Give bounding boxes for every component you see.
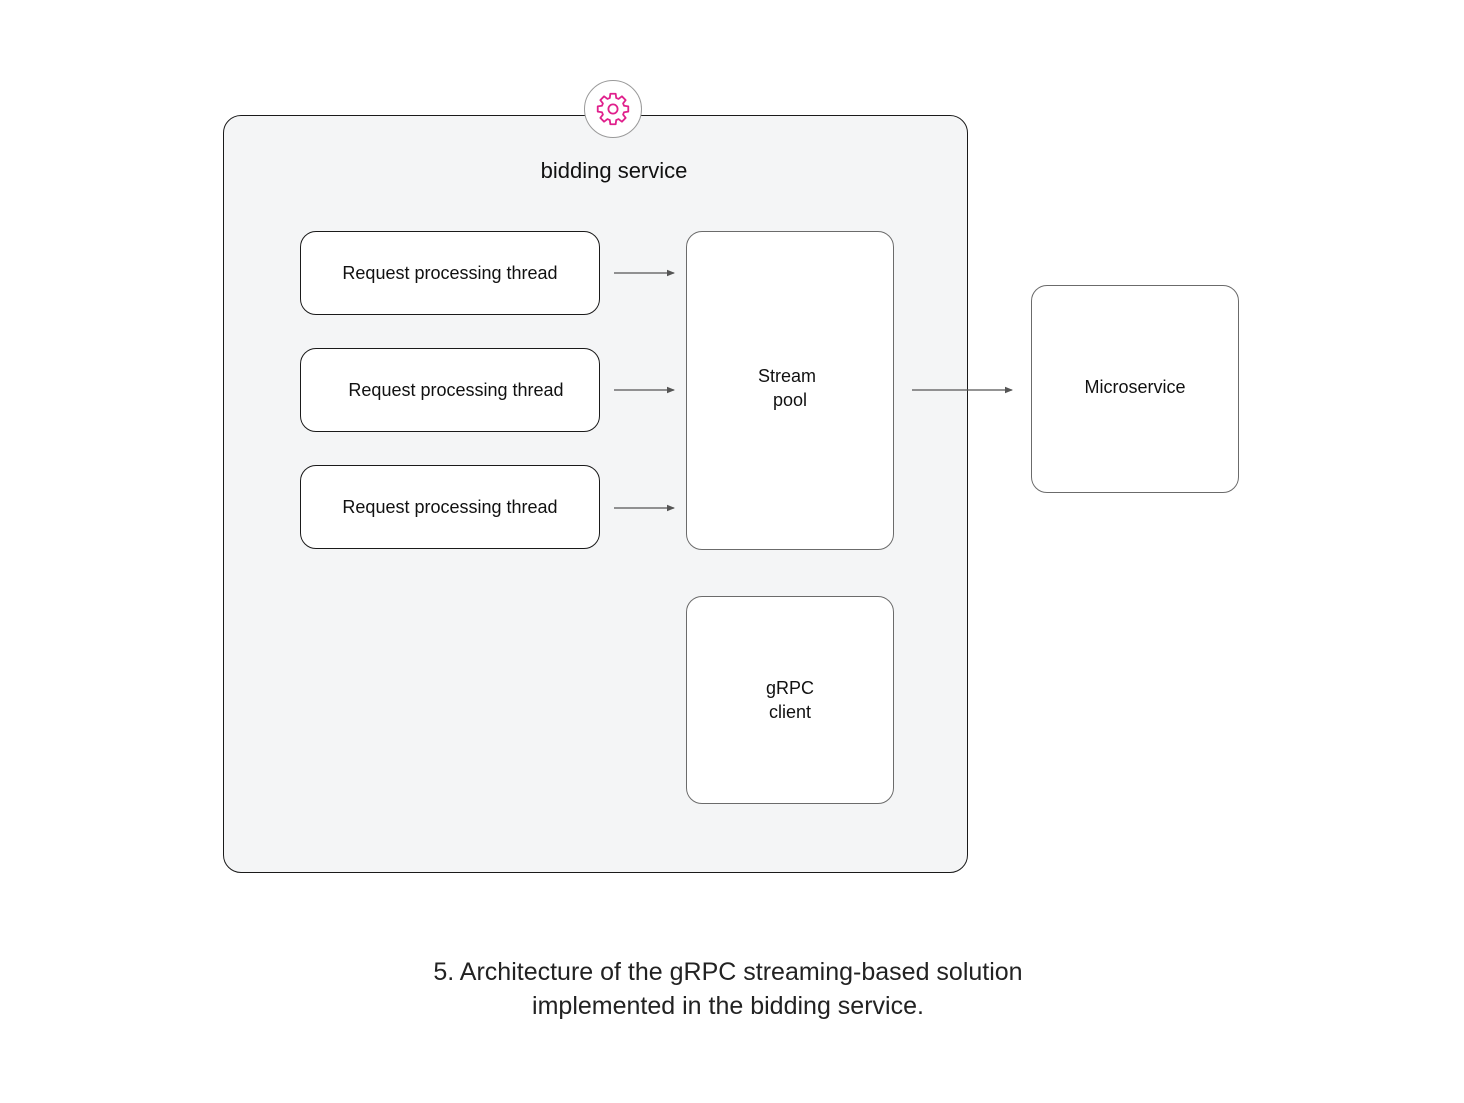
request-thread-box-2: Request processing thread (300, 348, 600, 432)
thread-label: Request processing thread (348, 379, 564, 400)
microservice-label: Microservice (1084, 377, 1186, 397)
figure-caption: 5. Architecture of the gRPC streaming-ba… (0, 955, 1456, 1023)
grpc-client-line2: client (768, 702, 811, 722)
container-title: bidding service (540, 158, 688, 183)
gear-icon (596, 92, 630, 126)
stream-pool-line2: pool (772, 389, 808, 410)
grpc-client-line1: gRPC (765, 678, 814, 698)
request-thread-box-3: Request processing thread (300, 465, 600, 549)
stream-pool-box: Stream pool (686, 231, 894, 550)
grpc-client-box: gRPC client (686, 596, 894, 804)
thread-label: Request processing thread (342, 496, 558, 517)
thread-label: Request processing thread (342, 262, 558, 283)
caption-line1: 5. Architecture of the gRPC streaming-ba… (433, 958, 1023, 986)
gear-badge (584, 80, 642, 138)
caption-line2: implemented in the bidding service. (532, 992, 924, 1020)
stream-pool-line1: Stream (757, 365, 817, 386)
request-thread-box-1: Request processing thread (300, 231, 600, 315)
microservice-box: Microservice (1031, 285, 1239, 493)
